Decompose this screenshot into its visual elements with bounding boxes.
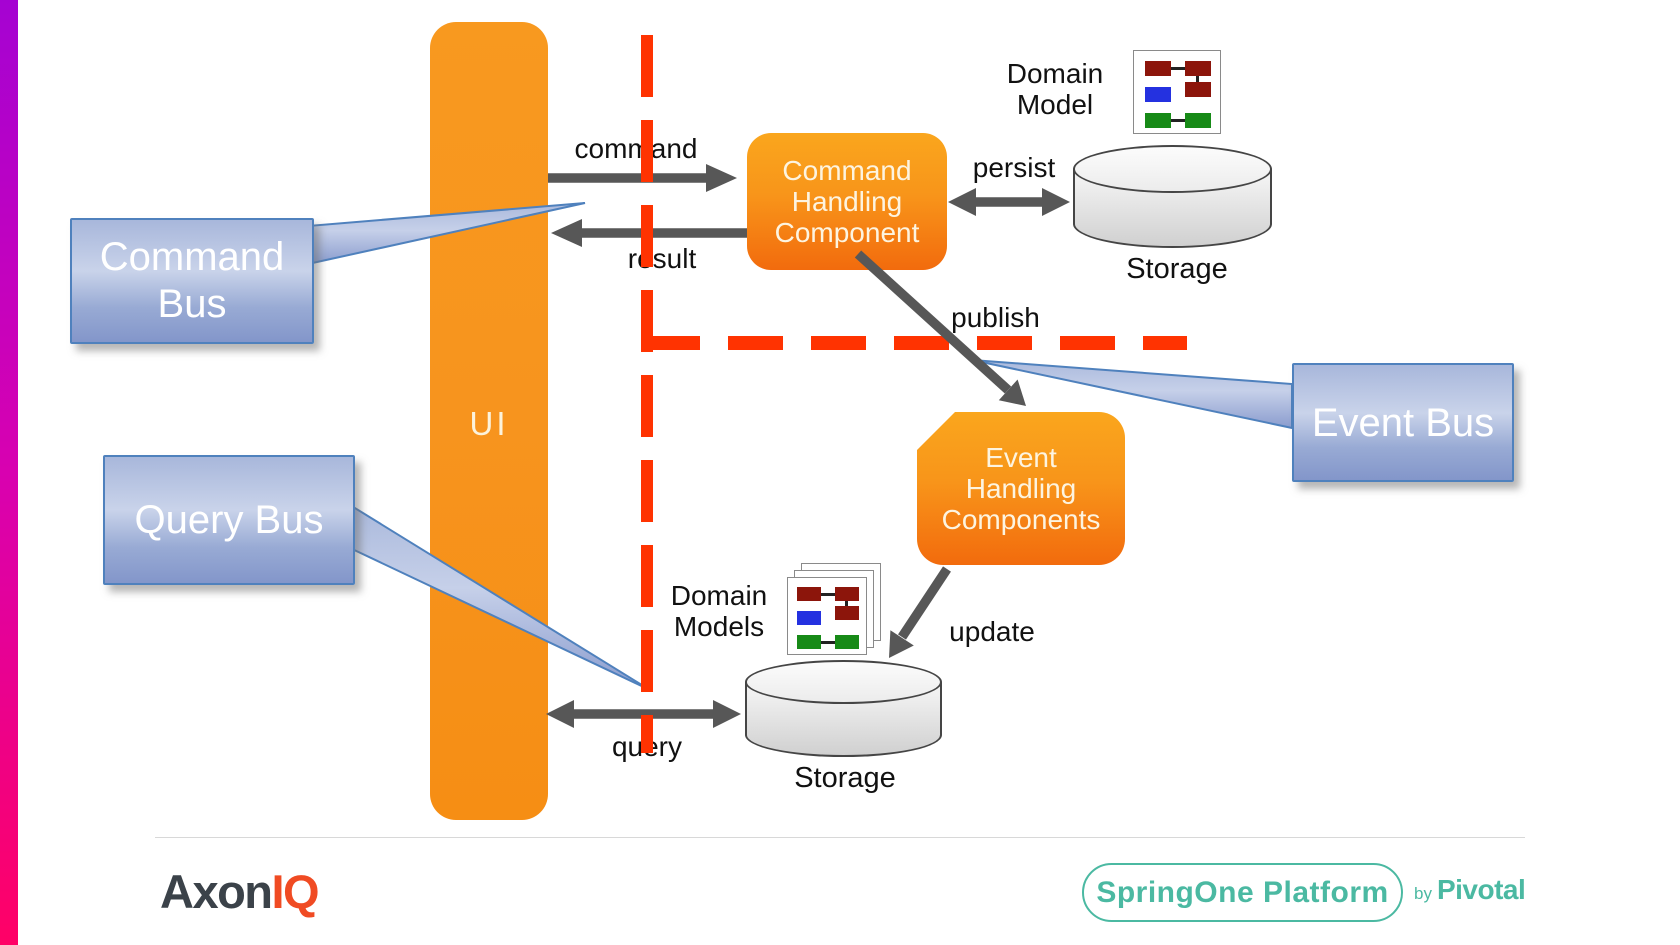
event-handling-components-box: Event Handling Components <box>916 411 1125 565</box>
springone-platform-logo: SpringOne Platform <box>1082 863 1403 922</box>
edge-label-command: command <box>574 133 698 164</box>
event-box-line3: Components <box>941 504 1101 535</box>
ui-lane: UI <box>430 22 548 820</box>
domain-model-label-line1: Domain <box>1006 58 1104 89</box>
domain-model-label: Domain Model <box>985 58 1125 120</box>
dm-connector <box>1171 119 1185 122</box>
query-bus-callout: Query Bus <box>103 455 355 585</box>
springone-platform-label: SpringOne Platform <box>1096 875 1389 909</box>
event-bus-label: Event Bus <box>1311 400 1495 445</box>
storage-top-label: Storage <box>1126 253 1228 285</box>
query-bus-label: Query Bus <box>134 498 324 542</box>
event-box-line1: Event <box>985 442 1057 473</box>
dm-entity-red <box>1145 61 1171 76</box>
domain-models-label-line1: Domain <box>670 580 768 611</box>
dm-entity-red <box>1185 82 1211 97</box>
dm-entity-red <box>835 606 859 620</box>
storage-cylinder-bottom <box>745 660 942 757</box>
command-box-line1: Command <box>782 155 912 186</box>
slide-accent-gradient-bar <box>0 0 18 945</box>
dm-entity-blue <box>1145 87 1171 102</box>
dm-entity-green <box>1185 113 1211 128</box>
event-box-corner-bevel <box>916 411 956 451</box>
footer-divider <box>155 837 1525 838</box>
domain-models-label: Domain Models <box>649 580 789 642</box>
command-bus-label-line1: Command <box>99 235 285 279</box>
storage-bottom-label: Storage <box>794 762 896 794</box>
dm-entity-red <box>797 587 821 601</box>
domain-models-stacked-icon <box>787 563 883 657</box>
edge-label-persist: persist <box>972 152 1056 183</box>
command-box-line3: Component <box>774 217 920 248</box>
domain-model-label-line2: Model <box>1016 89 1094 120</box>
dm-entity-red <box>1185 61 1211 76</box>
update-arrow <box>889 566 951 658</box>
dm-connector <box>821 593 835 596</box>
dm-entity-blue <box>797 611 821 625</box>
cylinder-top-ellipse <box>745 660 942 704</box>
axoniq-logo-iq: IQ <box>271 865 320 918</box>
vertical-dashed-boundary-line <box>641 35 653 753</box>
axoniq-logo-axon: Axon <box>160 865 273 918</box>
dm-entity-red <box>835 587 859 601</box>
command-box-line2: Handling <box>791 186 903 217</box>
dm-entity-green <box>835 635 859 649</box>
axoniq-logo: AxonIQ <box>160 864 320 919</box>
event-bus-callout: Event Bus <box>1292 363 1514 482</box>
ui-lane-label: UI <box>469 405 509 442</box>
by-pivotal-logo: by Pivotal <box>1414 874 1526 906</box>
dm-sheet-front <box>787 577 867 655</box>
pivotal-text: Pivotal <box>1436 874 1526 905</box>
persist-arrow <box>948 188 1070 216</box>
command-bus-callout: Command Bus <box>70 218 314 344</box>
event-box-line2: Handling <box>965 473 1077 504</box>
command-handling-component-box: Command Handling Component <box>747 133 947 270</box>
dm-connector <box>1171 67 1185 70</box>
cylinder-top-ellipse <box>1073 145 1272 193</box>
dm-connector <box>845 600 848 607</box>
domain-models-label-line2: Models <box>673 611 765 642</box>
domain-model-icon <box>1133 50 1221 134</box>
storage-cylinder-top <box>1073 145 1272 248</box>
dm-connector <box>1196 75 1199 83</box>
dm-entity-green <box>797 635 821 649</box>
by-text: by <box>1414 884 1432 903</box>
horizontal-dashed-boundary-line <box>645 336 1187 350</box>
edge-label-result: result <box>627 243 697 274</box>
edge-label-update: update <box>949 616 1035 647</box>
command-bus-label-line2: Bus <box>157 282 227 326</box>
edge-label-publish: publish <box>951 302 1040 333</box>
dm-entity-green <box>1145 113 1171 128</box>
dm-connector <box>821 641 835 644</box>
